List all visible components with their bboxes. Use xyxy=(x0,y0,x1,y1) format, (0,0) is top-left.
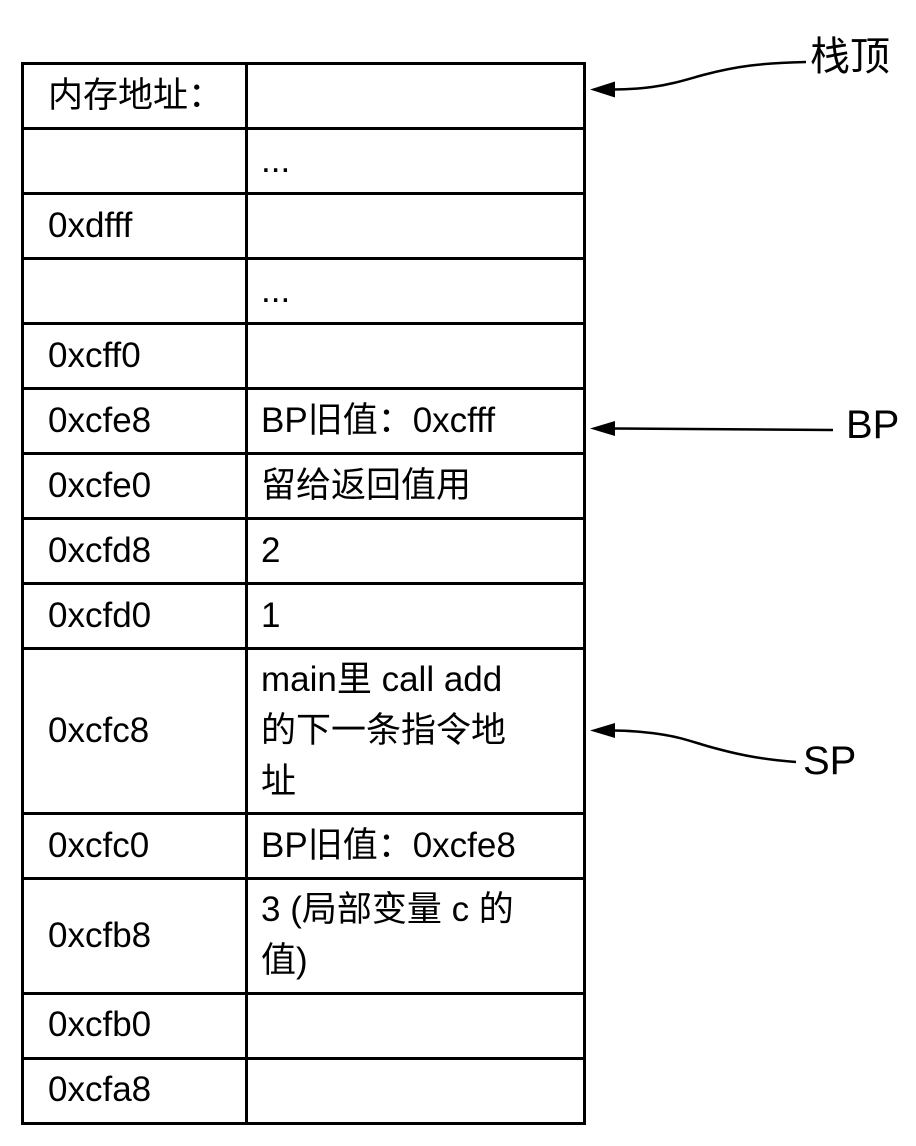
address-cell: 0xcff0 xyxy=(21,322,248,390)
value-cell: ... xyxy=(245,127,586,195)
table-row: 0xcfa8 xyxy=(21,1056,586,1125)
value-cell: 3 (局部变量 c 的值) xyxy=(245,877,586,995)
value-cell xyxy=(245,62,586,130)
table-row: 0xcfe8 BP旧值：0xcfff xyxy=(21,387,586,455)
address-cell: 0xcfd8 xyxy=(21,517,248,585)
bp-arrow xyxy=(590,421,834,436)
table-row: 0xcfb0 xyxy=(21,991,586,1060)
table-row: 0xcfc0 BP旧值：0xcfe8 xyxy=(21,812,586,881)
value-cell: 留给返回值用 xyxy=(245,452,586,520)
value-cell: 2 xyxy=(245,517,586,585)
address-cell: 0xcfb8 xyxy=(21,877,248,995)
value-cell: 1 xyxy=(245,582,586,650)
address-cell: 内存地址： xyxy=(21,62,248,130)
address-cell: 0xcfb0 xyxy=(21,991,248,1060)
table-row: ... xyxy=(21,257,586,325)
address-cell: 0xcfd0 xyxy=(21,582,248,650)
table-row: 0xdfff xyxy=(21,192,586,260)
value-cell: BP旧值：0xcfe8 xyxy=(245,812,586,881)
stack-top-arrow xyxy=(590,60,807,98)
table-row: 0xcfb8 3 (局部变量 c 的值) xyxy=(21,877,586,995)
table-row: ... xyxy=(21,127,586,195)
address-cell: 0xcfc8 xyxy=(21,646,248,816)
table-row: 0xcfd8 2 xyxy=(21,517,586,585)
value-cell xyxy=(245,1056,586,1125)
address-cell: 0xcfe0 xyxy=(21,452,248,520)
stack-top-arrowhead-icon xyxy=(590,81,615,98)
address-cell xyxy=(21,257,248,325)
address-cell xyxy=(21,127,248,195)
sp-label: SP xyxy=(803,739,857,783)
value-cell: ... xyxy=(245,257,586,325)
address-cell: 0xdfff xyxy=(21,192,248,260)
value-cell: main里 call add 的下一条指令地址 xyxy=(245,646,586,816)
bp-label: BP xyxy=(846,403,900,447)
sp-arrowhead-icon xyxy=(590,723,615,738)
memory-table: 内存地址： ... 0xdfff ... 0xcff0 0xcfe8 BP旧值：… xyxy=(21,62,586,1125)
value-cell: BP旧值：0xcfff xyxy=(245,387,586,455)
value-cell xyxy=(245,991,586,1060)
address-cell: 0xcfa8 xyxy=(21,1056,248,1125)
value-cell xyxy=(245,192,586,260)
table-row: 内存地址： xyxy=(21,62,586,130)
address-cell: 0xcfc0 xyxy=(21,812,248,881)
value-cell xyxy=(245,322,586,390)
sp-arrow xyxy=(590,723,797,764)
bp-arrowhead-icon xyxy=(590,421,615,436)
memory-table-body: 内存地址： ... 0xdfff ... 0xcff0 0xcfe8 BP旧值：… xyxy=(21,62,586,1125)
table-row: 0xcfc8 main里 call add 的下一条指令地址 xyxy=(21,646,586,816)
table-row: 0xcfe0 留给返回值用 xyxy=(21,452,586,520)
table-row: 0xcfd0 1 xyxy=(21,582,586,650)
address-cell: 0xcfe8 xyxy=(21,387,248,455)
stack-top-label: 栈顶 xyxy=(810,35,890,79)
table-row: 0xcff0 xyxy=(21,322,586,390)
